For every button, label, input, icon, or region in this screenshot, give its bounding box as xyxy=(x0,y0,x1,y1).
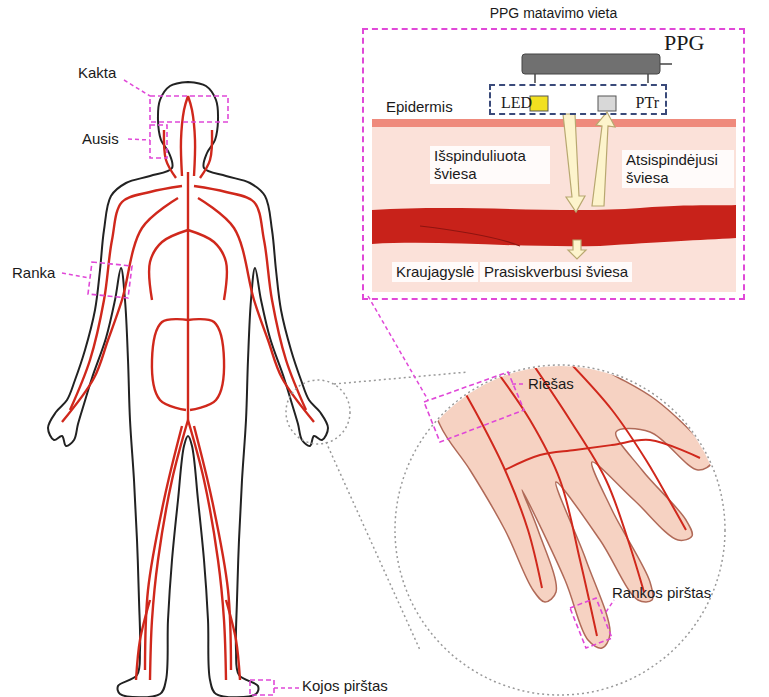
ppg-cross-section xyxy=(372,54,736,292)
vessel-detail xyxy=(420,226,520,246)
site-box xyxy=(88,262,132,298)
leader-line xyxy=(274,687,300,689)
site-label: Ranka xyxy=(12,264,55,282)
body-outline xyxy=(48,82,328,697)
leader-line xyxy=(606,600,614,612)
blood-vessel xyxy=(194,186,306,410)
vessel-label: Kraujagyslė xyxy=(392,262,478,282)
leader-line xyxy=(124,80,150,96)
hand xyxy=(417,338,712,648)
sensor-box: LED PTr xyxy=(489,84,667,115)
device-mount xyxy=(535,64,672,83)
blood-vessel xyxy=(70,186,182,410)
site-label: Rankos pirštas xyxy=(612,584,711,602)
leader-line xyxy=(128,139,150,140)
body-figure xyxy=(48,82,328,697)
blood-vessel xyxy=(188,230,227,300)
blood-vessel xyxy=(150,420,188,680)
ppg-device xyxy=(522,54,660,74)
layer-label: Epidermis xyxy=(386,98,453,116)
tissue xyxy=(372,126,736,292)
site-box xyxy=(570,598,612,648)
hand-inset xyxy=(286,338,725,695)
device-label: PPG xyxy=(664,30,704,56)
blood-vessel xyxy=(226,600,240,680)
blood-vessel xyxy=(145,426,182,670)
blood-vessel xyxy=(194,426,231,670)
blood-vessel xyxy=(187,172,189,420)
hand-vessel xyxy=(452,370,542,588)
blood-vessel xyxy=(164,130,176,178)
component-label: PTr xyxy=(636,93,659,112)
light-label: Atsispindėjusi šviesa xyxy=(622,150,734,188)
reflected-light-arrow xyxy=(592,112,615,206)
zoom-source-circle xyxy=(286,380,350,444)
site-box xyxy=(424,372,524,442)
blood-vessel xyxy=(181,96,188,176)
site-box xyxy=(150,125,167,158)
epidermis-layer xyxy=(372,119,736,127)
site-label: Ausis xyxy=(82,130,119,148)
blood-vessel xyxy=(136,600,150,680)
blood-vessel-section xyxy=(372,205,736,246)
blood-vessel xyxy=(149,230,188,300)
hand-vessel xyxy=(505,440,700,470)
panel-heading: PPG matavimo vieta xyxy=(364,5,743,22)
light-label: Išspinduliuota šviesa xyxy=(430,146,550,184)
blood-vessel xyxy=(188,96,195,176)
hand-vessel xyxy=(530,360,644,592)
leader-line xyxy=(512,383,526,385)
site-box xyxy=(250,680,274,695)
blood-vessel xyxy=(200,130,212,178)
site-label: Kakta xyxy=(78,64,116,82)
blood-vessel xyxy=(188,319,224,410)
site-label: Riešas xyxy=(528,375,574,393)
emitted-light-arrow xyxy=(563,114,585,212)
blood-vessel xyxy=(152,319,188,410)
leader-line xyxy=(62,273,89,278)
transmitted-light-arrow xyxy=(568,240,586,259)
component-label: LED xyxy=(501,93,532,112)
blood-vessel xyxy=(62,198,178,422)
light-label: Prasiskverbusi šviesa xyxy=(480,262,632,282)
site-label: Kojos pirštas xyxy=(302,677,388,695)
site-markers xyxy=(62,80,614,695)
blood-vessel xyxy=(188,420,226,680)
blood-vessel xyxy=(198,198,314,422)
site-box xyxy=(150,96,228,122)
leader-line xyxy=(368,296,428,400)
hand-vessel xyxy=(492,365,597,636)
led-emitter xyxy=(530,96,548,111)
phototransistor xyxy=(598,96,616,111)
